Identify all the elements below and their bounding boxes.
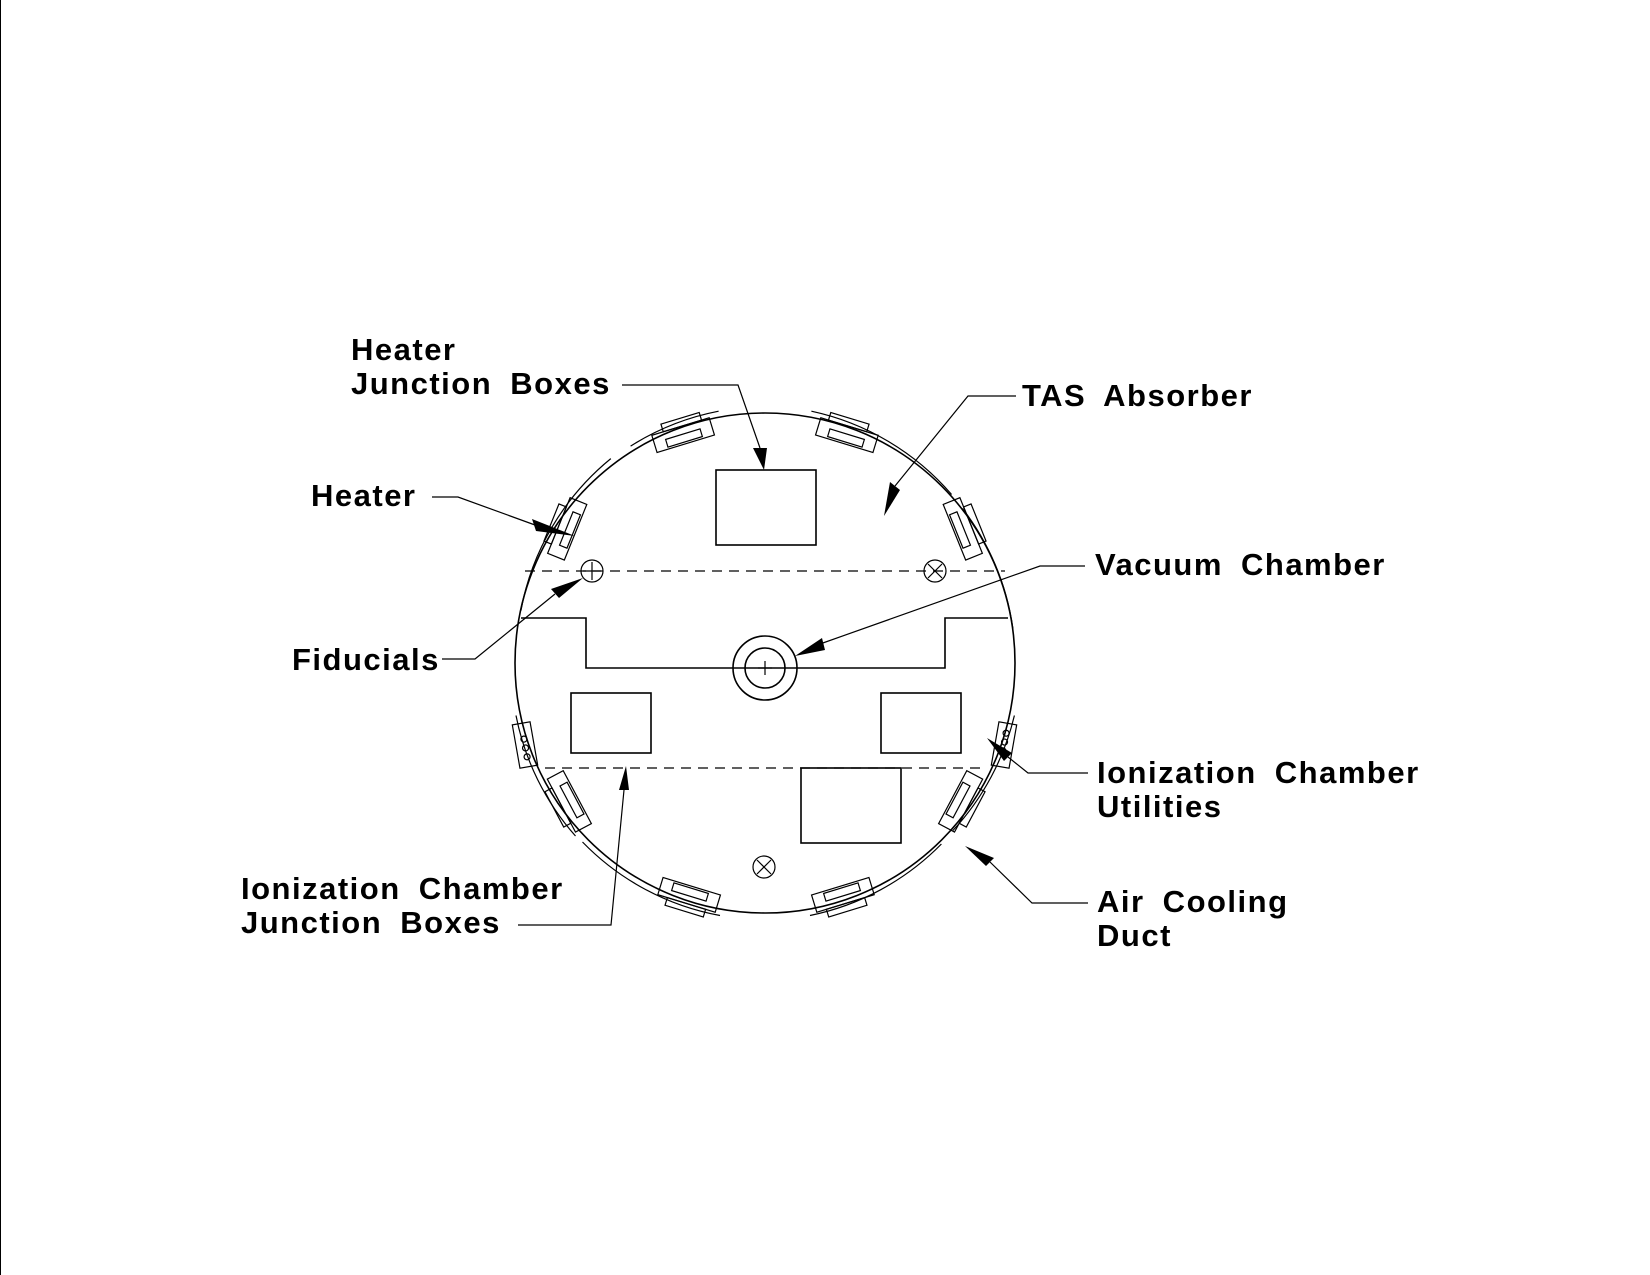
label-tas-absorber: TAS Absorber [1022,378,1253,413]
label-line: Junction Boxes [241,905,501,940]
heater-module [657,876,722,918]
page-left-border [0,0,1,1275]
label-line: Ionization Chamber [1097,755,1420,790]
label-vacuum-chamber: Vacuum Chamber [1095,547,1386,582]
leader-air-cooling-duct [965,846,1088,904]
air-cooling-duct-arcs [515,410,1015,917]
label-line: Junction Boxes [351,366,611,401]
ionization-junction-box-left [570,692,652,754]
label-ionization-chamber-utilities: Ionization Chamber Utilities [1097,755,1438,824]
stepped-split-line [521,617,1008,669]
leader-ionization-chamber-utilities [987,738,1088,774]
label-line: Utilities [1097,789,1222,824]
heater-module [544,769,593,833]
label-heater-junction-boxes: Heater Junction Boxes [351,332,611,401]
vacuum-chamber [732,635,798,701]
label-fiducials: Fiducials [292,642,440,677]
ionization-junction-box-lower [800,767,902,844]
label-line: Ionization Chamber [241,871,564,906]
leader-heater-junction-boxes [622,384,767,470]
heater-modules [543,411,987,918]
label-line: Air Cooling [1097,884,1289,919]
fiducial-marker-right [923,559,947,583]
fiducial-marker-bottom [752,855,776,879]
ionization-utility-block-left [511,721,539,769]
heater-module [651,411,716,454]
heater-module [942,496,987,561]
leader-fiducials [442,578,583,660]
leader-heater [432,496,575,536]
label-line: Duct [1097,918,1172,953]
heater-junction-box [715,469,817,546]
label-heater: Heater [311,478,417,513]
leader-ionization-chamber-junction-boxes [518,766,629,926]
label-ionization-chamber-junction-boxes: Ionization Chamber Junction Boxes [241,871,582,940]
heater-module [814,411,879,454]
leader-vacuum-chamber [795,565,1085,656]
tas-absorber-outline [514,412,1016,914]
label-line: Heater [351,332,457,367]
heater-module [810,876,875,918]
heater-module [937,769,986,833]
ionization-junction-box-right [880,692,962,754]
label-air-cooling-duct: Air Cooling Duct [1097,884,1307,953]
heater-module [543,496,588,561]
fiducial-marker-left [580,559,604,583]
leader-tas-absorber [884,395,1016,516]
